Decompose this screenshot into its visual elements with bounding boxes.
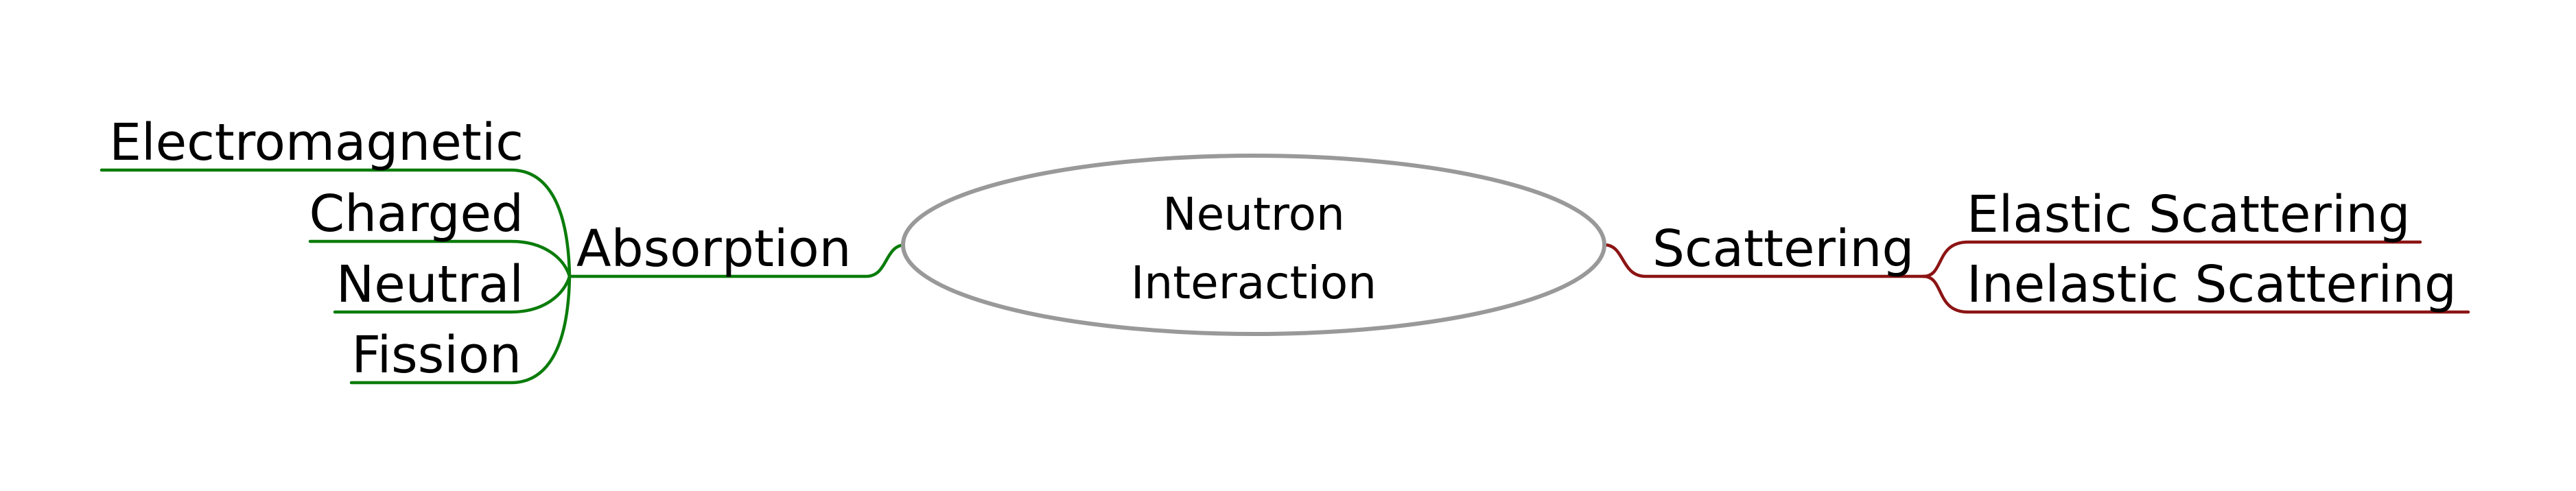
edge-electromagnetic xyxy=(99,168,572,278)
edge-charged xyxy=(308,239,572,278)
label-neutral: Neutral xyxy=(336,255,524,314)
edge-elastic-scattering xyxy=(1921,240,2422,278)
edge-neutral xyxy=(333,274,572,314)
label-elastic-scattering: Elastic Scattering xyxy=(1967,185,2410,244)
edge-absorption-to-root xyxy=(567,243,908,278)
root-node-ellipse xyxy=(901,154,1606,336)
root-node-label-line2: Interaction xyxy=(1131,256,1377,309)
label-electromagnetic: Electromagnetic xyxy=(109,113,524,172)
edge-scattering-to-root xyxy=(1602,243,1925,278)
label-inelastic-scattering: Inelastic Scattering xyxy=(1967,255,2457,314)
edge-fission xyxy=(349,274,572,385)
label-fission: Fission xyxy=(351,326,522,385)
label-absorption: Absorption xyxy=(576,219,852,278)
root-node-label-line1: Neutron xyxy=(1162,188,1345,241)
edge-inelastic-scattering xyxy=(1921,274,2470,314)
label-scattering: Scattering xyxy=(1652,219,1914,278)
label-charged: Charged xyxy=(309,184,524,243)
